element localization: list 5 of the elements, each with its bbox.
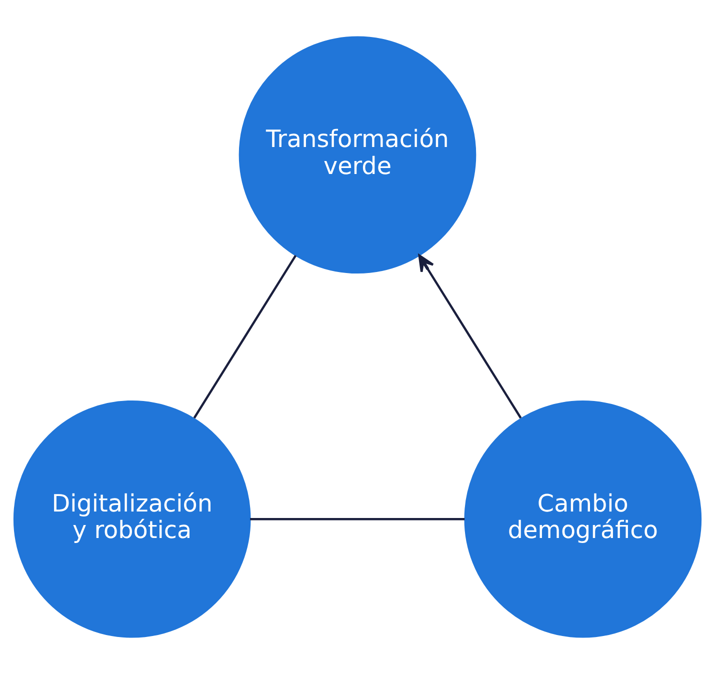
arrow bbox=[418, 254, 522, 419]
connector bbox=[250, 518, 465, 520]
node-circle: Digitalización y robótica bbox=[13, 400, 251, 638]
connector bbox=[193, 254, 297, 419]
node-circle: Cambio demográfico bbox=[464, 400, 702, 638]
